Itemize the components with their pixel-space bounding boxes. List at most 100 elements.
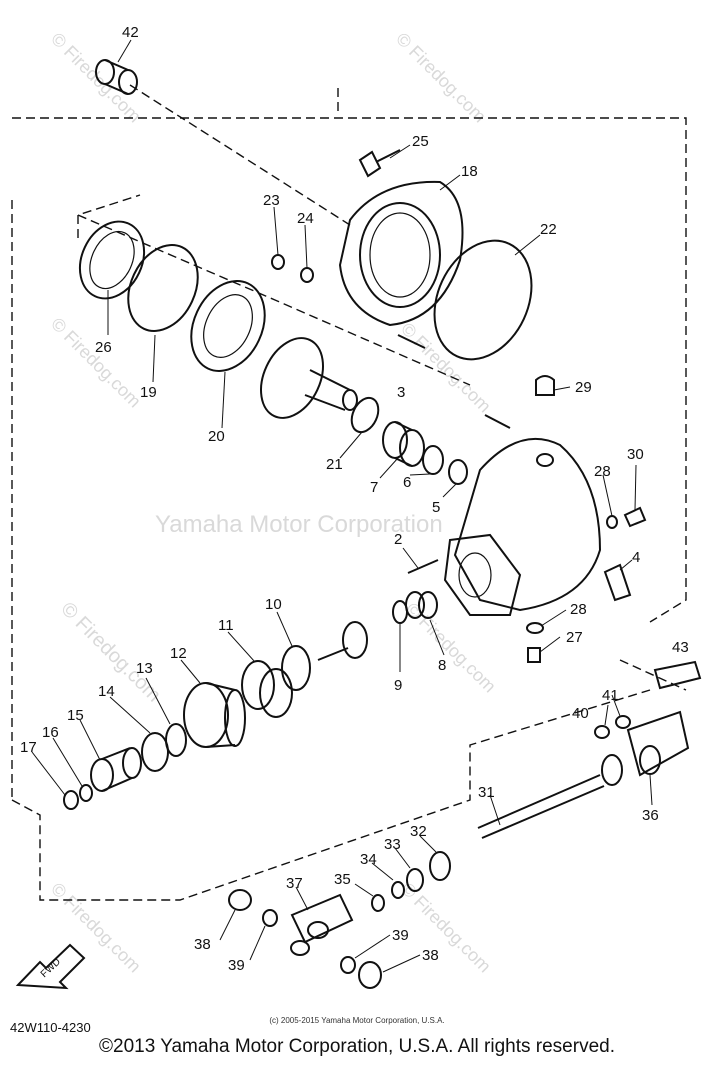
callout-label: 28 (570, 601, 587, 618)
part-42-collar (95, 59, 138, 95)
part-30-bolt (623, 506, 647, 528)
watermark-site: © Firedog.com (47, 314, 145, 412)
callout-label: 6 (403, 474, 411, 491)
part-20-bearing (190, 280, 266, 372)
callout-label: 4 (632, 549, 640, 566)
callout-label: 24 (297, 210, 314, 227)
part-2-stud (407, 559, 439, 574)
callout-label: 35 (334, 871, 351, 888)
part-16-washer (79, 784, 93, 802)
callout-label: 21 (326, 456, 343, 473)
forward-arrow-icon: FWD (15, 943, 86, 990)
watermark-site: © Firedog.com (397, 319, 495, 417)
callout-labels: 42 25 18 23 24 22 26 19 20 3 29 21 7 6 5… (20, 24, 689, 974)
part-29-plug (535, 375, 555, 396)
callout-label: 11 (218, 617, 234, 634)
part-10-shim (281, 645, 311, 691)
callout-label: 7 (370, 479, 378, 496)
part-35-clip (371, 894, 385, 912)
watermark-site: © Firedog.com (397, 879, 495, 977)
callout-label: 2 (394, 531, 402, 548)
callout-label: 23 (263, 192, 280, 209)
callout-label: 37 (286, 875, 303, 892)
callout-label: 10 (265, 596, 282, 613)
part-pinion-gear (317, 621, 368, 661)
part-38-bearing-left (228, 889, 252, 911)
callout-label: 36 (642, 807, 659, 824)
callout-label: 22 (540, 221, 557, 238)
callout-label: 3 (397, 384, 405, 401)
callout-label: 29 (575, 379, 592, 396)
callout-label: 28 (594, 463, 611, 480)
callout-label: 30 (627, 446, 644, 463)
part-28-gasket (606, 515, 618, 529)
part-14-seal (141, 732, 169, 772)
part-31-drive-shaft (477, 754, 623, 839)
part-37-universal-joint (290, 893, 354, 956)
diagram-code: 42W110-4230 (10, 1020, 91, 1035)
callout-label: 42 (122, 24, 139, 41)
part-15-nut (90, 747, 142, 792)
callout-label: 38 (422, 947, 439, 964)
part-8-bearing (405, 591, 438, 619)
callout-label: 5 (432, 499, 440, 516)
callout-label: 20 (208, 428, 225, 445)
callout-label: 43 (672, 639, 689, 656)
part-21-shim (350, 396, 380, 434)
callout-label: 12 (170, 645, 187, 662)
callout-label: 14 (98, 683, 115, 700)
callout-label: 39 (228, 957, 245, 974)
callout-label: 16 (42, 724, 59, 741)
part-40-nut (594, 725, 610, 739)
callout-label: 39 (392, 927, 409, 944)
callout-label: 27 (566, 629, 583, 646)
leader-lines (31, 39, 653, 973)
fwd-label: FWD (39, 956, 63, 980)
part-39-circlip-right (340, 956, 356, 974)
part-38-bearing-right (358, 961, 382, 989)
part-19-o-ring (127, 244, 199, 332)
part-28-gasket-lower (526, 622, 544, 634)
copyright-notice: ©2013 Yamaha Motor Corporation, U.S.A. A… (99, 1036, 615, 1057)
part-6-seal (422, 445, 444, 475)
part-3-stud (397, 334, 511, 429)
watermark-site: © Firedog.com (402, 599, 500, 697)
callout-label: 19 (140, 384, 157, 401)
part-43-label (653, 660, 702, 690)
part-12-housing (183, 682, 246, 748)
part-13-circlip (165, 723, 187, 757)
part-gear-case (443, 437, 602, 616)
callout-label: 26 (95, 339, 112, 356)
part-32-seal (429, 851, 451, 881)
part-39-circlip-left (262, 909, 278, 927)
callout-label: 17 (20, 739, 37, 756)
part-27-bolt (527, 647, 541, 663)
part-41-nut (615, 715, 631, 729)
part-18-bearing-retainer (338, 180, 464, 327)
callout-label: 18 (461, 163, 478, 180)
callout-label: 41 (602, 687, 619, 704)
part-7-bearing (382, 421, 425, 467)
callout-label: 25 (412, 133, 429, 150)
callout-label: 32 (410, 823, 427, 840)
part-5-nut (448, 459, 468, 485)
part-23-nut (271, 254, 285, 270)
callout-label: 8 (438, 657, 446, 674)
part-4-pin (603, 563, 632, 602)
part-34-washer (391, 881, 405, 899)
part-11-bearing (241, 660, 293, 718)
callout-label: 31 (478, 784, 495, 801)
watermark-center: Yamaha Motor Corporation (155, 511, 443, 538)
watermark-site: © Firedog.com (47, 879, 145, 977)
part-33-ring (406, 868, 424, 892)
callout-label: 34 (360, 851, 377, 868)
callout-label: 40 (572, 705, 589, 722)
callout-label: 38 (194, 936, 211, 953)
part-24-washer (300, 267, 314, 283)
callout-label: 9 (394, 677, 402, 694)
watermark-site: © Firedog.com (392, 29, 490, 127)
small-copyright: (c) 2005-2015 Yamaha Motor Corporation, … (269, 1016, 445, 1025)
part-ring-gear (260, 337, 358, 419)
